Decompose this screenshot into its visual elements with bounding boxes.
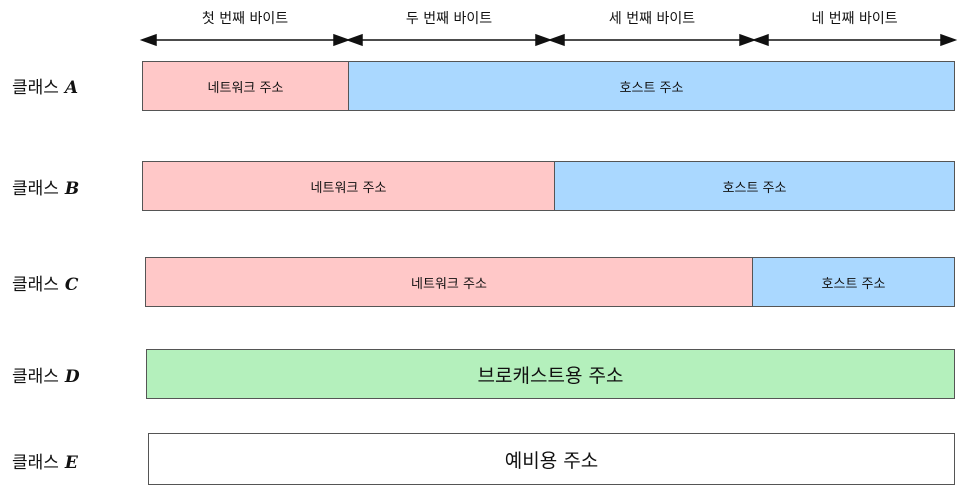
class-e-reserved-segment: 예비용 주소 xyxy=(148,433,955,485)
byte-label-2: 두 번째 바이트 xyxy=(405,11,493,27)
byte-label-4: 네 번째 바이트 xyxy=(811,11,898,27)
class-d-broadcast-segment: 브로캐스트용 주소 xyxy=(146,349,955,399)
class-letter: E xyxy=(64,453,78,473)
arrow-head-right-icon xyxy=(739,33,757,47)
arrow-head-left-icon xyxy=(345,33,363,47)
class-a-host-segment: 호스트 주소 xyxy=(348,61,955,111)
class-prefix: 클래스 xyxy=(12,367,59,387)
class-letter: C xyxy=(64,275,79,295)
byte-range-arrows xyxy=(139,33,958,47)
class-c-host-segment: 호스트 주소 xyxy=(752,257,955,307)
class-b-host-segment: 호스트 주소 xyxy=(554,161,955,211)
arrow-head-right-icon xyxy=(333,33,351,47)
arrow-head-left-icon xyxy=(547,33,565,47)
class-letter: A xyxy=(64,78,79,98)
class-prefix: 클래스 xyxy=(12,275,59,295)
class-letter: B xyxy=(64,179,80,199)
class-letter: D xyxy=(64,367,80,387)
arrow-head-left-icon xyxy=(751,33,769,47)
class-prefix: 클래스 xyxy=(12,453,59,473)
class-prefix: 클래스 xyxy=(12,179,59,199)
class-a-network-segment: 네트워크 주소 xyxy=(142,61,349,111)
arrow-head-right-icon xyxy=(535,33,553,47)
class-c-network-segment: 네트워크 주소 xyxy=(145,257,753,307)
arrow-head-left-icon xyxy=(139,33,157,47)
class-prefix: 클래스 xyxy=(12,78,59,98)
byte-label-1: 첫 번째 바이트 xyxy=(201,11,289,27)
byte-label-3: 세 번째 바이트 xyxy=(608,11,696,27)
arrow-head-right-icon xyxy=(940,33,958,47)
class-b-network-segment: 네트워크 주소 xyxy=(142,161,555,211)
